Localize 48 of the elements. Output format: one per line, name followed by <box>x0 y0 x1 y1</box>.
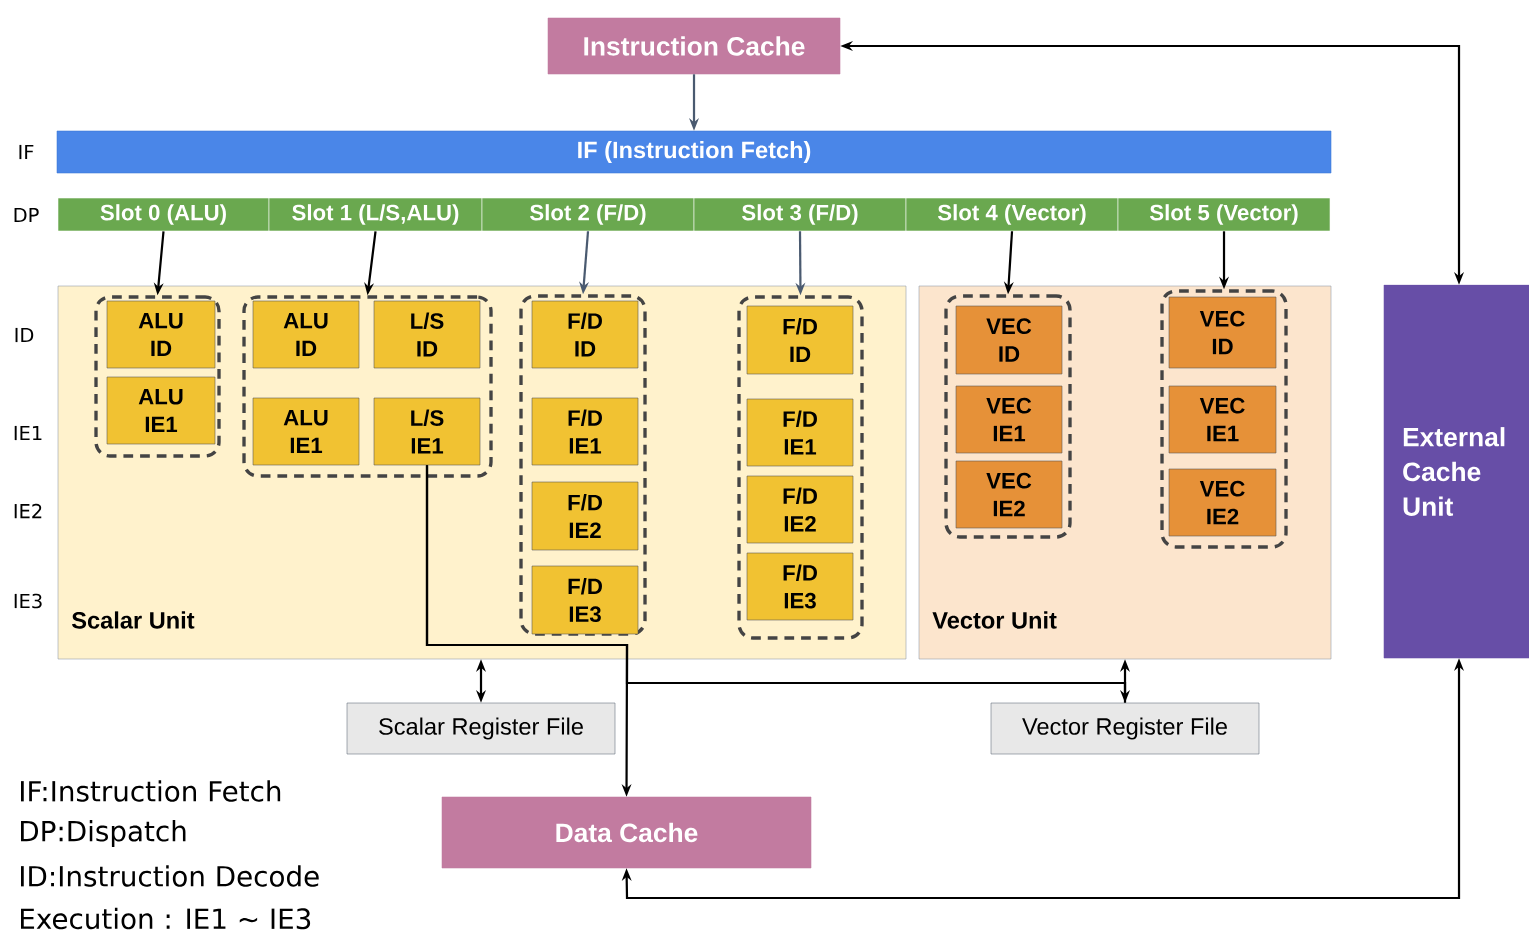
stage-label: IE3 <box>14 593 42 609</box>
note-text: IF:Instruction Fetch <box>21 780 281 802</box>
stage-label: IF <box>19 144 34 160</box>
cache-unit-box: External Cache Unit <box>1383 284 1529 659</box>
stage-box: ALU IE1 <box>252 397 360 466</box>
dashed-group <box>242 295 493 478</box>
stage-box: F/D IE2 <box>531 481 639 551</box>
stage-box: VEC IE2 <box>1168 468 1277 537</box>
stage-label: IE1 <box>14 425 42 441</box>
stage-box: F/D IE2 <box>746 475 854 544</box>
slot-bar: Slot 4 (Vector) <box>905 197 1119 232</box>
stage-box: F/D IE3 <box>531 565 639 635</box>
dashed-group <box>519 294 647 636</box>
slot-bar: Slot 2 (F/D) <box>481 197 695 232</box>
stage-box: ALU ID <box>252 300 360 369</box>
stage-box: F/D IE1 <box>531 397 639 466</box>
stage-label: DP <box>14 207 39 223</box>
stage-box: F/D ID <box>531 300 639 369</box>
stage-box: F/D IE3 <box>746 552 854 621</box>
dashed-group <box>1160 289 1288 549</box>
register-file-box: Vector Register File <box>990 702 1260 755</box>
stage-box: ALU IE1 <box>106 376 216 445</box>
cache-box: Data Cache <box>441 796 812 869</box>
stage-box: VEC IE2 <box>955 460 1063 529</box>
note-text: DP:Dispatch <box>21 820 186 847</box>
slot-bar: Slot 3 (F/D) <box>693 197 907 232</box>
stage-box: F/D ID <box>746 305 854 375</box>
stage-box: VEC ID <box>1168 296 1277 369</box>
fetch-bar: IF (Instruction Fetch) <box>56 130 1332 174</box>
dashed-group <box>944 294 1072 539</box>
stage-label: ID <box>15 327 34 343</box>
stage-box: F/D IE1 <box>746 398 854 467</box>
slot-bar: Slot 0 (ALU) <box>57 197 270 232</box>
dashed-group <box>94 295 221 458</box>
dashed-group <box>737 295 864 640</box>
note-text: ID:Instruction Decode <box>21 865 319 887</box>
stage-box: VEC IE1 <box>1168 385 1277 454</box>
cache-box: Instruction Cache <box>547 17 841 75</box>
register-file-box: Scalar Register File <box>346 702 616 755</box>
stage-box: VEC IE1 <box>955 385 1063 454</box>
note-text: Execution : IE1 ~ IE3 <box>21 907 311 930</box>
stage-label: IE2 <box>14 503 42 519</box>
stage-box: ALU ID <box>106 300 216 369</box>
stage-box: VEC ID <box>955 305 1063 375</box>
slot-bar: Slot 5 (Vector) <box>1117 197 1331 232</box>
stage-box: L/S ID <box>373 300 481 369</box>
slot-bar: Slot 1 (L/S,ALU) <box>268 197 483 232</box>
stage-box: L/S IE1 <box>373 397 481 466</box>
